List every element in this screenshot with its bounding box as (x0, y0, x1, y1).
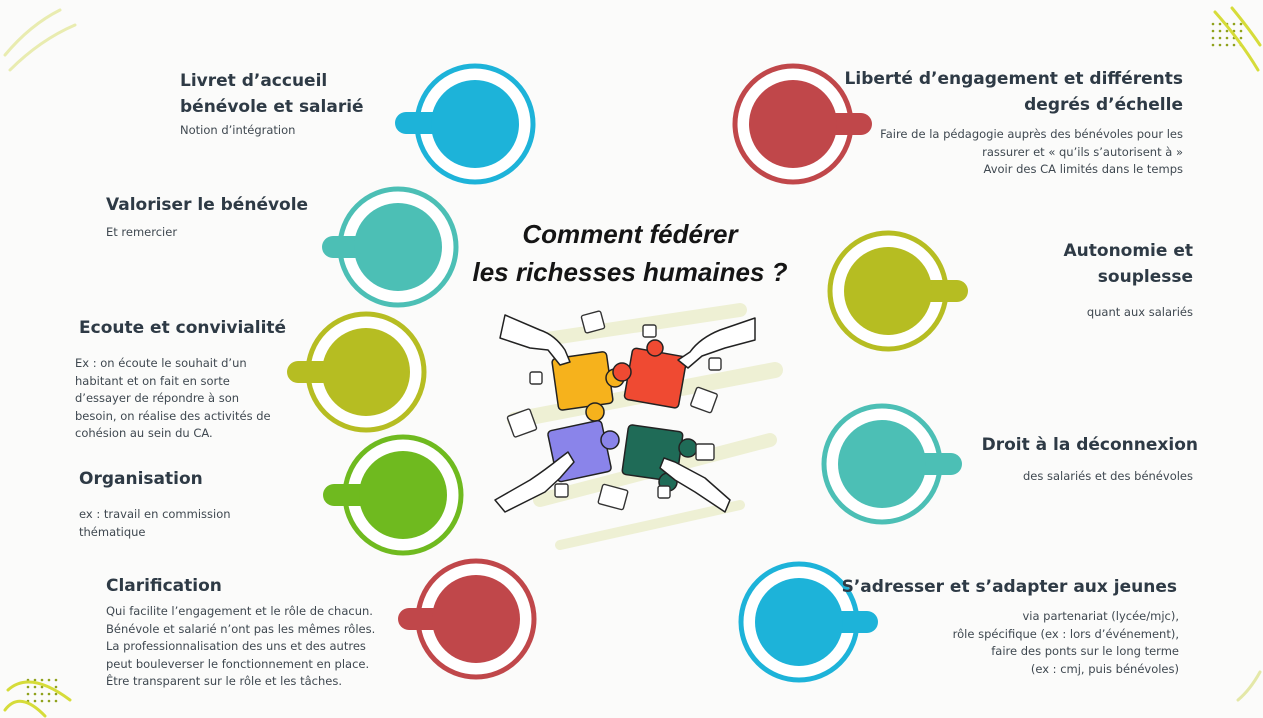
item-title-livret: Livret d’accueil bénévole et salarié (180, 68, 364, 120)
item-desc-line: faire des ponts sur le long terme (991, 644, 1179, 658)
item-title-valoriser: Valoriser le bénévole (106, 192, 308, 218)
item-title-line: Liberté d’engagement et différents (844, 69, 1183, 89)
item-title-deconnexion: Droit à la déconnexion (982, 432, 1198, 458)
item-title-autonomie: Autonomie et souplesse (1064, 238, 1194, 290)
item-desc-line: Notion d’intégration (180, 123, 296, 137)
puzzle-pieces-small (506, 310, 722, 511)
item-desc-line: des salariés et des bénévoles (1022, 469, 1193, 483)
item-title-line: souplesse (1097, 267, 1193, 287)
item-desc-livret: Notion d’intégration (180, 122, 295, 140)
main-title-line-1: Comment fédérer (522, 219, 738, 249)
item-desc-line: Qui facilite l’engagement et le rôle de … (106, 604, 373, 618)
item-desc-line: besoin, on réalise des activités de (75, 408, 271, 423)
circle-icon-organisation (323, 434, 464, 556)
item-desc-clarification: Qui facilite l’engagement et le rôle de … (106, 603, 375, 691)
item-desc-line: quant aux salariés (1086, 305, 1193, 319)
corner-decoration-top-right (1211, 6, 1262, 72)
item-title-line: Valoriser le bénévole (106, 195, 309, 215)
corner-decoration-top-left (3, 8, 77, 72)
item-desc-line: Bénévole et salarié n’ont pas les mêmes … (106, 621, 376, 636)
item-desc-line: Et remercier (106, 225, 178, 239)
item-desc-line: cohésion au sein du CA. (75, 426, 213, 440)
item-title-line: Organisation (79, 469, 203, 489)
item-desc-ecoute: Ex : on écoute le souhait d’un habitant … (75, 355, 271, 443)
item-desc-line: Avoir des CA limités dans le temps (983, 162, 1184, 176)
item-title-line: S’adresser et s’adapter aux jeunes (841, 577, 1177, 597)
item-desc-organisation: ex : travail en commission thématique (79, 506, 231, 541)
item-title-line: Livret d’accueil (180, 71, 328, 91)
item-title-line: Autonomie et (1063, 241, 1194, 261)
item-title-ecoute: Ecoute et convivialité (79, 315, 286, 341)
item-title-clarification: Clarification (106, 573, 222, 599)
circle-icon-ecoute (287, 311, 427, 433)
item-title-line: bénévole et salarié (180, 97, 364, 117)
item-desc-jeunes: via partenariat (lycée/mjc), rôle spécif… (953, 608, 1179, 678)
item-title-line: degrés d’échelle (1024, 95, 1183, 115)
item-title-line: Droit à la déconnexion (981, 435, 1198, 455)
main-title-line-2: les richesses humaines ? (472, 257, 788, 287)
item-desc-line: via partenariat (lycée/mjc), (1022, 609, 1179, 623)
item-title-jeunes: S’adresser et s’adapter aux jeunes (842, 574, 1177, 600)
main-title: Comment fédérer les richesses humaines ? (440, 215, 820, 291)
item-desc-line: Être transparent sur le rôle et les tâch… (106, 674, 342, 688)
item-desc-valoriser: Et remercier (106, 224, 177, 242)
item-title-line: Clarification (106, 576, 222, 596)
item-desc-line: habitant et on fait en sorte (75, 373, 230, 388)
circle-icon-clarification (398, 558, 537, 680)
corner-decoration-bottom-right (1236, 670, 1262, 702)
item-desc-line: d’essayer de répondre à son (75, 391, 240, 405)
circle-icon-liberte (732, 63, 872, 185)
circle-icon-deconnexion (821, 403, 962, 525)
corner-decoration-bottom-left (3, 678, 72, 718)
item-desc-autonomie: quant aux salariés (1087, 304, 1193, 322)
item-desc-line: peut bouleverser le fonctionnement en pl… (106, 656, 370, 671)
item-desc-line: thématique (79, 524, 146, 539)
item-title-line: Ecoute et convivialité (79, 318, 287, 338)
hands (494, 314, 756, 513)
item-title-organisation: Organisation (79, 466, 203, 492)
item-desc-line: ex : travail en commission (79, 507, 231, 521)
item-title-liberte: Liberté d’engagement et différents degré… (845, 66, 1183, 118)
item-desc-line: rassurer et « qu’ils s’autorisent à » (982, 144, 1183, 159)
circle-icon-jeunes (738, 561, 878, 683)
item-desc-line: Faire de la pédagogie auprès des bénévol… (880, 127, 1183, 141)
item-desc-line: (ex : cmj, puis bénévoles) (1030, 661, 1179, 676)
puzzle-piece-red (612, 339, 688, 409)
item-desc-line: Ex : on écoute le souhait d’un (75, 356, 247, 370)
circle-icon-autonomie (827, 230, 968, 352)
item-desc-liberte: Faire de la pédagogie auprès des bénévol… (880, 126, 1183, 179)
item-desc-deconnexion: des salariés et des bénévoles (1023, 468, 1193, 486)
item-desc-line: La professionnalisation des uns et des a… (106, 639, 366, 653)
item-desc-line: rôle spécifique (ex : lors d’événement), (952, 626, 1179, 641)
puzzle-illustration (494, 310, 756, 513)
circle-icon-valoriser (322, 186, 459, 308)
circle-icon-livret (395, 63, 536, 185)
